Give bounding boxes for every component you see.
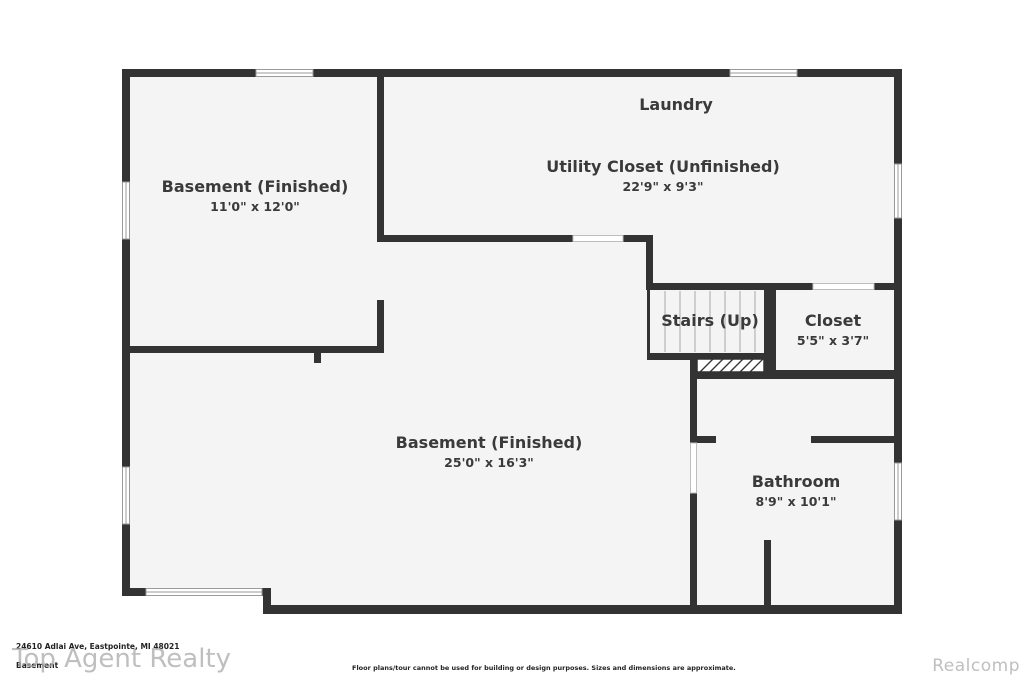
room-dimensions: 22'9" x 9'3" [622,179,704,194]
property-address: 24610 Adlai Ave, Eastpointe, MI 48021 [16,642,180,651]
room-bathroom: Bathroom 8'9" x 10'1" [752,472,841,509]
mls-watermark: Realcomp [932,656,1020,676]
floor-level-label: Basement [16,661,59,670]
room-name: Basement (Finished) [161,177,349,196]
room-basement-small: Basement (Finished) 11'0" x 12'0" [162,177,349,214]
windows [122,69,902,596]
room-utility-closet: Utility Closet (Unfinished) 22'9" x 9'3" [546,157,780,194]
room-laundry: Laundry [639,95,713,114]
room-dimensions: 11'0" x 12'0" [210,199,300,214]
room-name: Laundry [639,95,713,114]
room-name: Utility Closet (Unfinished) [546,157,780,176]
room-name: Bathroom [751,472,841,491]
room-name: Basement (Finished) [395,433,583,452]
room-dimensions: 25'0" x 16'3" [444,455,534,470]
room-dimensions: 8'9" x 10'1" [755,494,837,509]
room-basement-large: Basement (Finished) 25'0" x 16'3" [396,433,583,470]
disclaimer: Floor plans/tour cannot be used for buil… [352,664,736,672]
room-stairs: Stairs (Up) [661,311,759,330]
doorways [572,235,875,494]
stairs [647,287,898,376]
room-name: Closet [804,311,862,330]
floor-area [126,73,898,609]
room-name: Stairs (Up) [661,311,759,330]
room-dimensions: 5'5" x 3'7" [796,333,870,348]
brokerage-watermark: Top Agent Realty [12,644,231,674]
room-closet: Closet 5'5" x 3'7" [797,311,869,348]
